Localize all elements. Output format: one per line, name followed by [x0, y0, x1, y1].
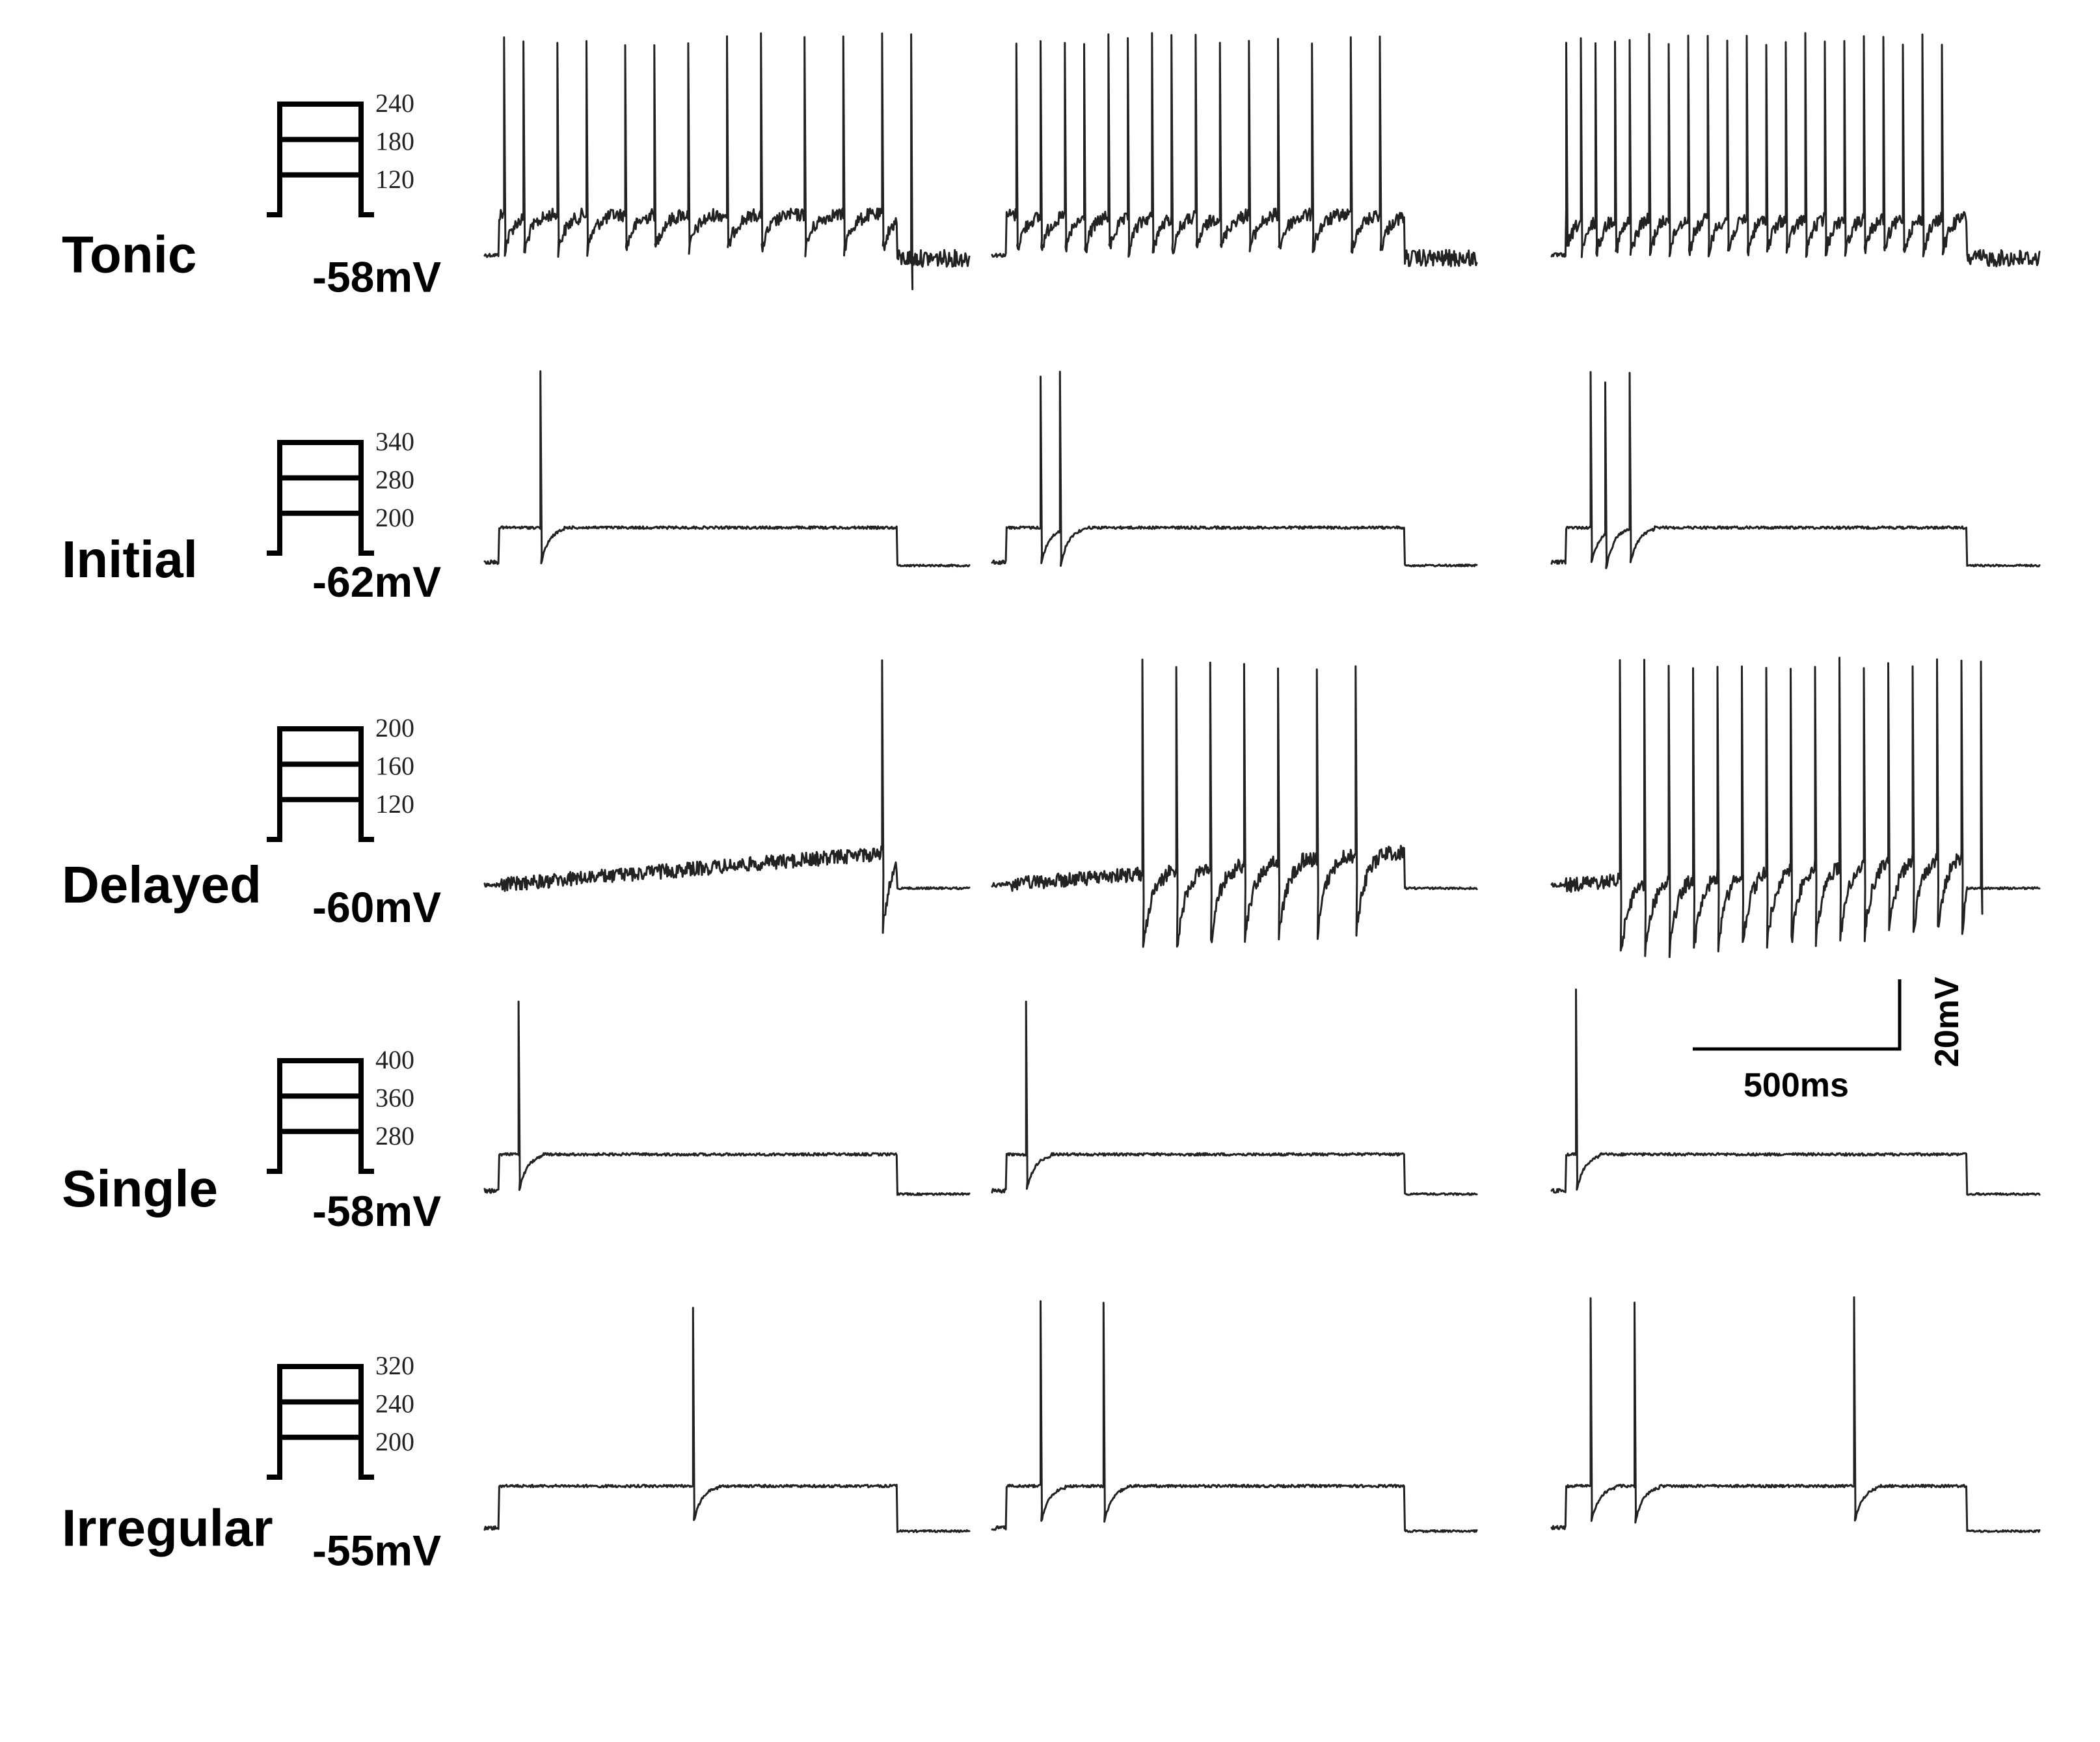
step-current-label: 320 — [375, 1351, 414, 1380]
row-name: Delayed — [62, 856, 262, 914]
voltage-trace — [991, 659, 1478, 948]
step-current-label: 400 — [375, 1045, 414, 1074]
row-single: Single -58mV 400 360 280 — [62, 988, 2041, 1235]
resting-potential: -58mV — [312, 1187, 441, 1235]
step-current-label: 360 — [375, 1083, 414, 1112]
rows-layer: Tonic-58mV240180120Initial-62mV340280200… — [62, 32, 2041, 1575]
voltage-trace — [483, 32, 971, 290]
voltage-trace — [1550, 657, 2041, 959]
voltage-trace — [483, 370, 971, 567]
row-delayed: Delayed -60mV 200 160 120 — [62, 657, 2041, 959]
voltage-trace — [1550, 371, 2041, 569]
stimulus-protocol-icon: 200 160 120 — [267, 713, 414, 842]
voltage-trace — [991, 32, 1478, 267]
step-current-label: 240 — [375, 88, 414, 118]
row-irregular: Irregular -55mV 320 240 200 — [62, 1296, 2041, 1575]
step-current-label: 200 — [375, 1427, 414, 1456]
row-name: Irregular — [62, 1499, 273, 1557]
stimulus-protocol-icon: 240 180 120 — [267, 88, 414, 217]
voltage-trace — [1550, 1296, 2041, 1533]
scale-bar: 500ms 20mV — [1693, 977, 1966, 1104]
step-current-label: 120 — [375, 789, 414, 819]
resting-potential: -55mV — [312, 1527, 441, 1575]
scale-bar-time-label: 500ms — [1743, 1067, 1849, 1104]
step-current-label: 180 — [375, 126, 414, 156]
step-current-label: 280 — [375, 1121, 414, 1150]
stimulus-protocol-icon: 320 240 200 — [267, 1351, 414, 1480]
row-name: Tonic — [62, 225, 196, 283]
voltage-trace — [991, 1000, 1478, 1196]
resting-potential: -62mV — [312, 558, 441, 606]
voltage-trace — [1550, 32, 2041, 267]
step-current-label: 120 — [375, 165, 414, 194]
stimulus-protocol-icon: 340 280 200 — [267, 427, 414, 556]
voltage-trace — [483, 1000, 971, 1196]
step-current-label: 200 — [375, 503, 414, 532]
voltage-trace — [483, 659, 971, 934]
step-current-label: 240 — [375, 1389, 414, 1418]
row-name: Single — [62, 1160, 218, 1218]
step-current-label: 200 — [375, 713, 414, 742]
row-tonic: Tonic -58mV 240 180 120 — [62, 32, 2041, 301]
resting-potential: -58mV — [312, 252, 441, 301]
row-initial: Initial -62mV 340 280 200 — [62, 370, 2041, 606]
step-current-label: 160 — [375, 751, 414, 780]
resting-potential: -60mV — [312, 883, 441, 931]
step-current-label: 340 — [375, 427, 414, 456]
row-name: Initial — [62, 530, 198, 588]
stimulus-protocol-icon: 400 360 280 — [267, 1045, 414, 1174]
voltage-trace — [483, 1307, 971, 1533]
voltage-trace — [991, 370, 1478, 567]
voltage-trace — [1550, 988, 2041, 1196]
voltage-trace — [991, 1300, 1478, 1533]
step-current-label: 280 — [375, 465, 414, 494]
scale-bar-voltage-label: 20mV — [1928, 977, 1966, 1067]
